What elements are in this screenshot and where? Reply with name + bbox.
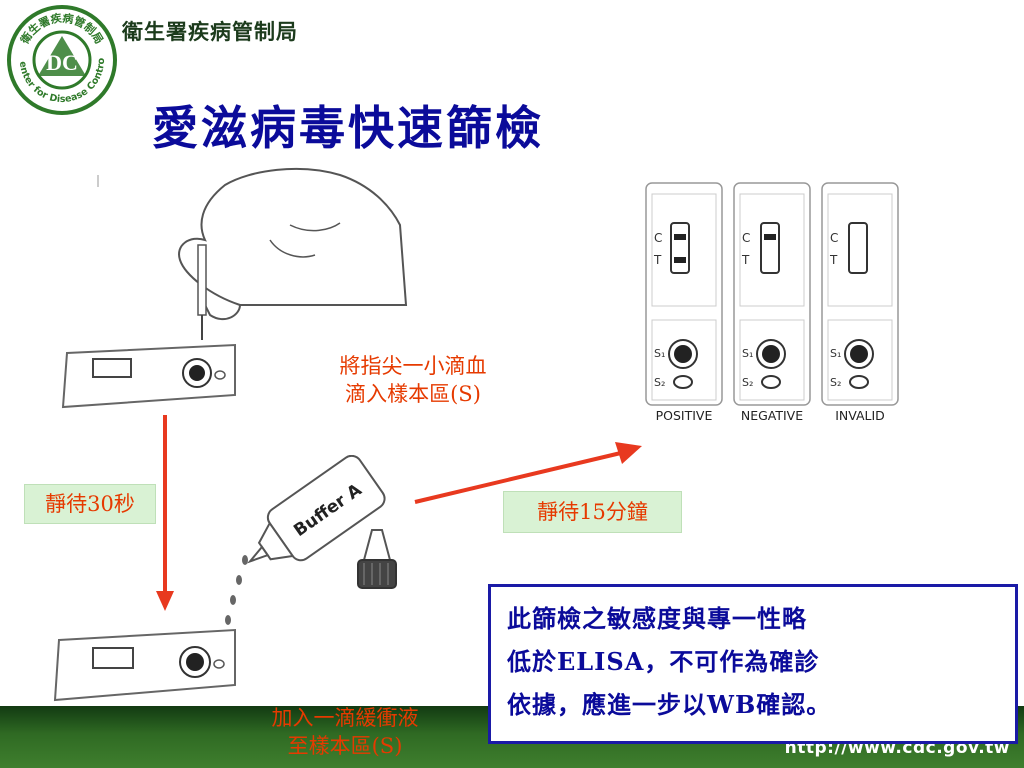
test-device-bottom xyxy=(53,628,236,702)
svg-text:T: T xyxy=(829,253,838,267)
svg-text:S₂: S₂ xyxy=(830,376,841,389)
svg-text:T: T xyxy=(653,253,662,267)
cdc-logo: DC 衛生署疾病管制局 Center for Disease Control xyxy=(6,4,117,115)
result-positive: C T S₁ S₂ POSITIVE xyxy=(645,182,723,423)
step1-line1: 將指尖一小滴血 xyxy=(339,354,487,378)
svg-text:S₁: S₁ xyxy=(742,347,753,360)
result-label: INVALID xyxy=(835,408,885,423)
logo-monogram: DC xyxy=(46,50,78,75)
test-device-top xyxy=(61,343,236,409)
svg-text:T: T xyxy=(741,253,750,267)
svg-text:C: C xyxy=(830,231,838,245)
right-arrow xyxy=(414,442,642,504)
buffer-bottle: Buffer A xyxy=(221,455,386,642)
result-label: NEGATIVE xyxy=(741,408,803,423)
note-line1: 此篩檢之敏感度與專一性略 xyxy=(507,604,807,633)
svg-text:S₁: S₁ xyxy=(654,347,665,360)
wait-15min-label: 靜待15分鐘 xyxy=(503,491,682,533)
step2-line2: 至樣本區(S) xyxy=(287,734,403,758)
svg-text:S₁: S₁ xyxy=(830,347,841,360)
result-invalid: C T S₁ S₂ INVALID xyxy=(821,182,899,423)
svg-text:C: C xyxy=(654,231,662,245)
bottle-cap xyxy=(357,529,397,589)
wait-30s-label: 靜待30秒 xyxy=(24,484,156,524)
note-line3: 依據，應進一步以WB確認。 xyxy=(507,690,832,719)
step1-caption: 將指尖一小滴血 滴入樣本區(S) xyxy=(308,352,518,408)
down-arrow xyxy=(156,415,174,611)
svg-text:C: C xyxy=(742,231,750,245)
result-label: POSITIVE xyxy=(656,408,713,423)
svg-text:S₂: S₂ xyxy=(654,376,665,389)
organization-name: 衛生署疾病管制局 xyxy=(122,20,298,44)
result-negative: C T S₁ S₂ NEGATIVE xyxy=(733,182,811,423)
results-cassettes: C T S₁ S₂ POSITIVE C T S₁ S₂ NEGATIVE xyxy=(645,182,899,423)
svg-text:S₂: S₂ xyxy=(742,376,753,389)
step2-line1: 加入一滴緩衝液 xyxy=(271,706,419,730)
hand-illustration xyxy=(97,167,408,340)
slide-title: 愛滋病毒快速篩檢 xyxy=(152,101,544,155)
step2-caption: 加入一滴緩衝液 至樣本區(S) xyxy=(235,704,455,760)
note-box: 此篩檢之敏感度與專一性略 低於ELISA，不可作為確診 依據，應進一步以WB確認… xyxy=(488,584,1018,744)
step1-line2: 滴入樣本區(S) xyxy=(345,382,481,406)
note-line2: 低於ELISA，不可作為確診 xyxy=(507,647,820,676)
results-panel: C T S₁ S₂ POSITIVE C T S₁ S₂ NEGATIVE xyxy=(640,180,900,430)
